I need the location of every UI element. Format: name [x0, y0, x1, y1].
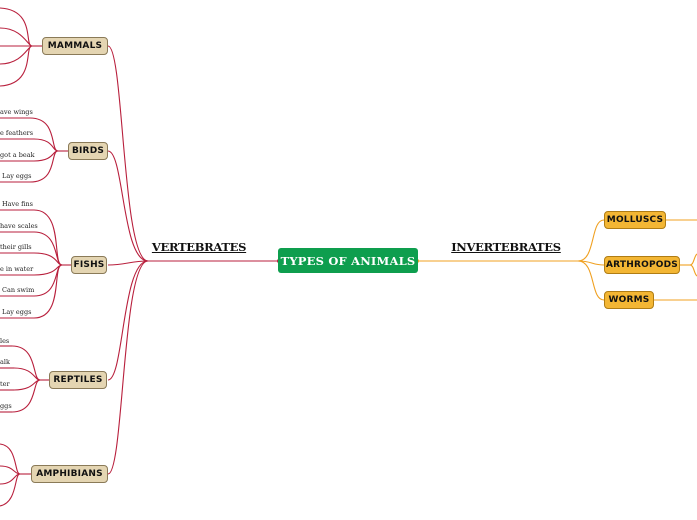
node-molluscs[interactable]: MOLLUSCS: [604, 211, 666, 229]
vertebrates-label[interactable]: VERTEBRATES: [151, 240, 247, 254]
leaf-birds-3[interactable]: got a beak: [0, 151, 35, 159]
leaf-fishs-5[interactable]: Can swim: [2, 286, 35, 294]
leaf-fishs-2[interactable]: have scales: [0, 222, 38, 230]
leaf-birds-1[interactable]: ave wings: [0, 108, 33, 116]
leaf-reptiles-4[interactable]: ggs: [0, 402, 12, 410]
leaf-reptiles-1[interactable]: les: [0, 337, 10, 345]
leaf-reptiles-2[interactable]: alk: [0, 358, 10, 366]
node-amphibians[interactable]: AMPHIBIANS: [31, 465, 108, 483]
invertebrate-connectors: [418, 219, 697, 301]
node-mammals[interactable]: MAMMALS: [42, 37, 108, 55]
invertebrates-label[interactable]: INVERTEBRATES: [451, 240, 561, 254]
leaf-birds-2[interactable]: e feathers: [0, 129, 34, 137]
node-fishs[interactable]: FISHS: [71, 256, 107, 274]
leaf-fishs-4[interactable]: e in water: [0, 265, 34, 273]
root-node[interactable]: TYPES OF ANIMALS: [278, 248, 418, 273]
leaf-birds-4[interactable]: Lay eggs: [2, 172, 32, 180]
leaf-fishs-3[interactable]: their gills: [0, 243, 32, 251]
node-worms[interactable]: WORMS: [604, 291, 654, 309]
leaf-fishs-6[interactable]: Lay eggs: [2, 308, 32, 316]
leaf-reptiles-3[interactable]: ter: [0, 380, 10, 388]
node-birds[interactable]: BIRDS: [68, 142, 108, 160]
leaf-fishs-1[interactable]: Have fins: [2, 200, 33, 208]
node-arthropods[interactable]: ARTHROPODS: [604, 256, 680, 274]
vertebrate-connectors: [0, 7, 278, 507]
node-reptiles[interactable]: REPTILES: [49, 371, 107, 389]
